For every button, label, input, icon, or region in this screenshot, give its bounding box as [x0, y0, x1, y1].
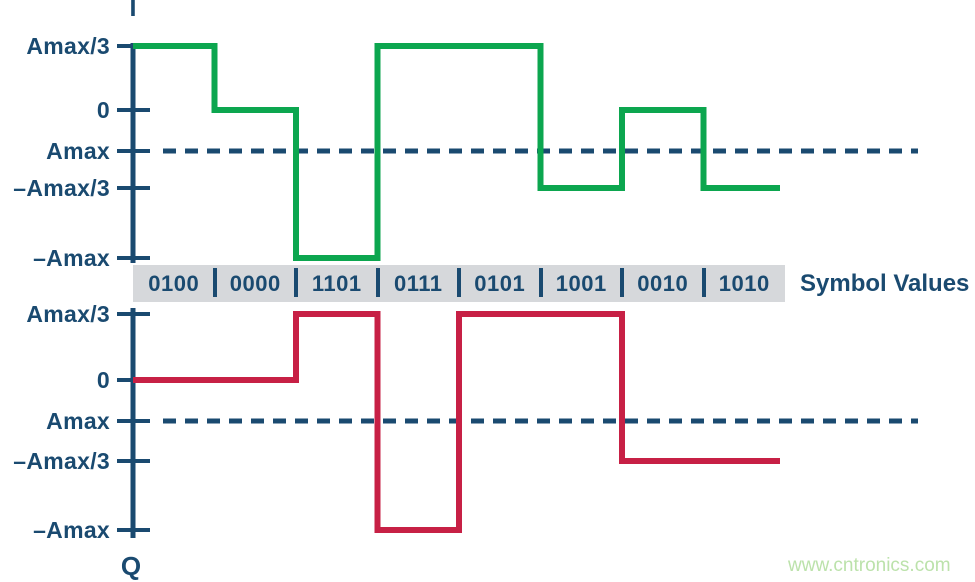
symbol-cell: 0010	[620, 265, 704, 302]
axis-label: Amax	[46, 138, 110, 164]
axis-label: Amax/3	[26, 33, 110, 59]
i-channel-label: I	[129, 0, 137, 22]
axis-label: 0	[96, 97, 110, 123]
symbol-cell: 1001	[538, 265, 623, 302]
axis-label: Amax/3	[26, 301, 110, 327]
axis-label: 0	[96, 367, 110, 393]
axis-label: –Amax	[33, 245, 110, 271]
watermark-text: www.cntronics.com	[788, 555, 951, 576]
symbol-cell: 1101	[294, 265, 378, 302]
symbol-cell: 1010	[701, 265, 786, 302]
symbol-cell: 0100	[148, 271, 200, 296]
symbol-cell: 0111	[375, 265, 460, 302]
symbol-values-label: Symbol Values	[800, 270, 970, 297]
q-waveform	[133, 311, 780, 533]
i-waveform	[133, 43, 780, 261]
q-channel-label: Q	[120, 551, 142, 581]
axis-label: –Amax	[33, 517, 110, 543]
axis-label: –Amax/3	[13, 448, 110, 474]
symbol-cell: 0101	[457, 265, 541, 302]
axis-label: Amax	[46, 408, 110, 434]
axis-label: –Amax/3	[13, 175, 110, 201]
symbol-cell: 0000	[212, 265, 297, 302]
